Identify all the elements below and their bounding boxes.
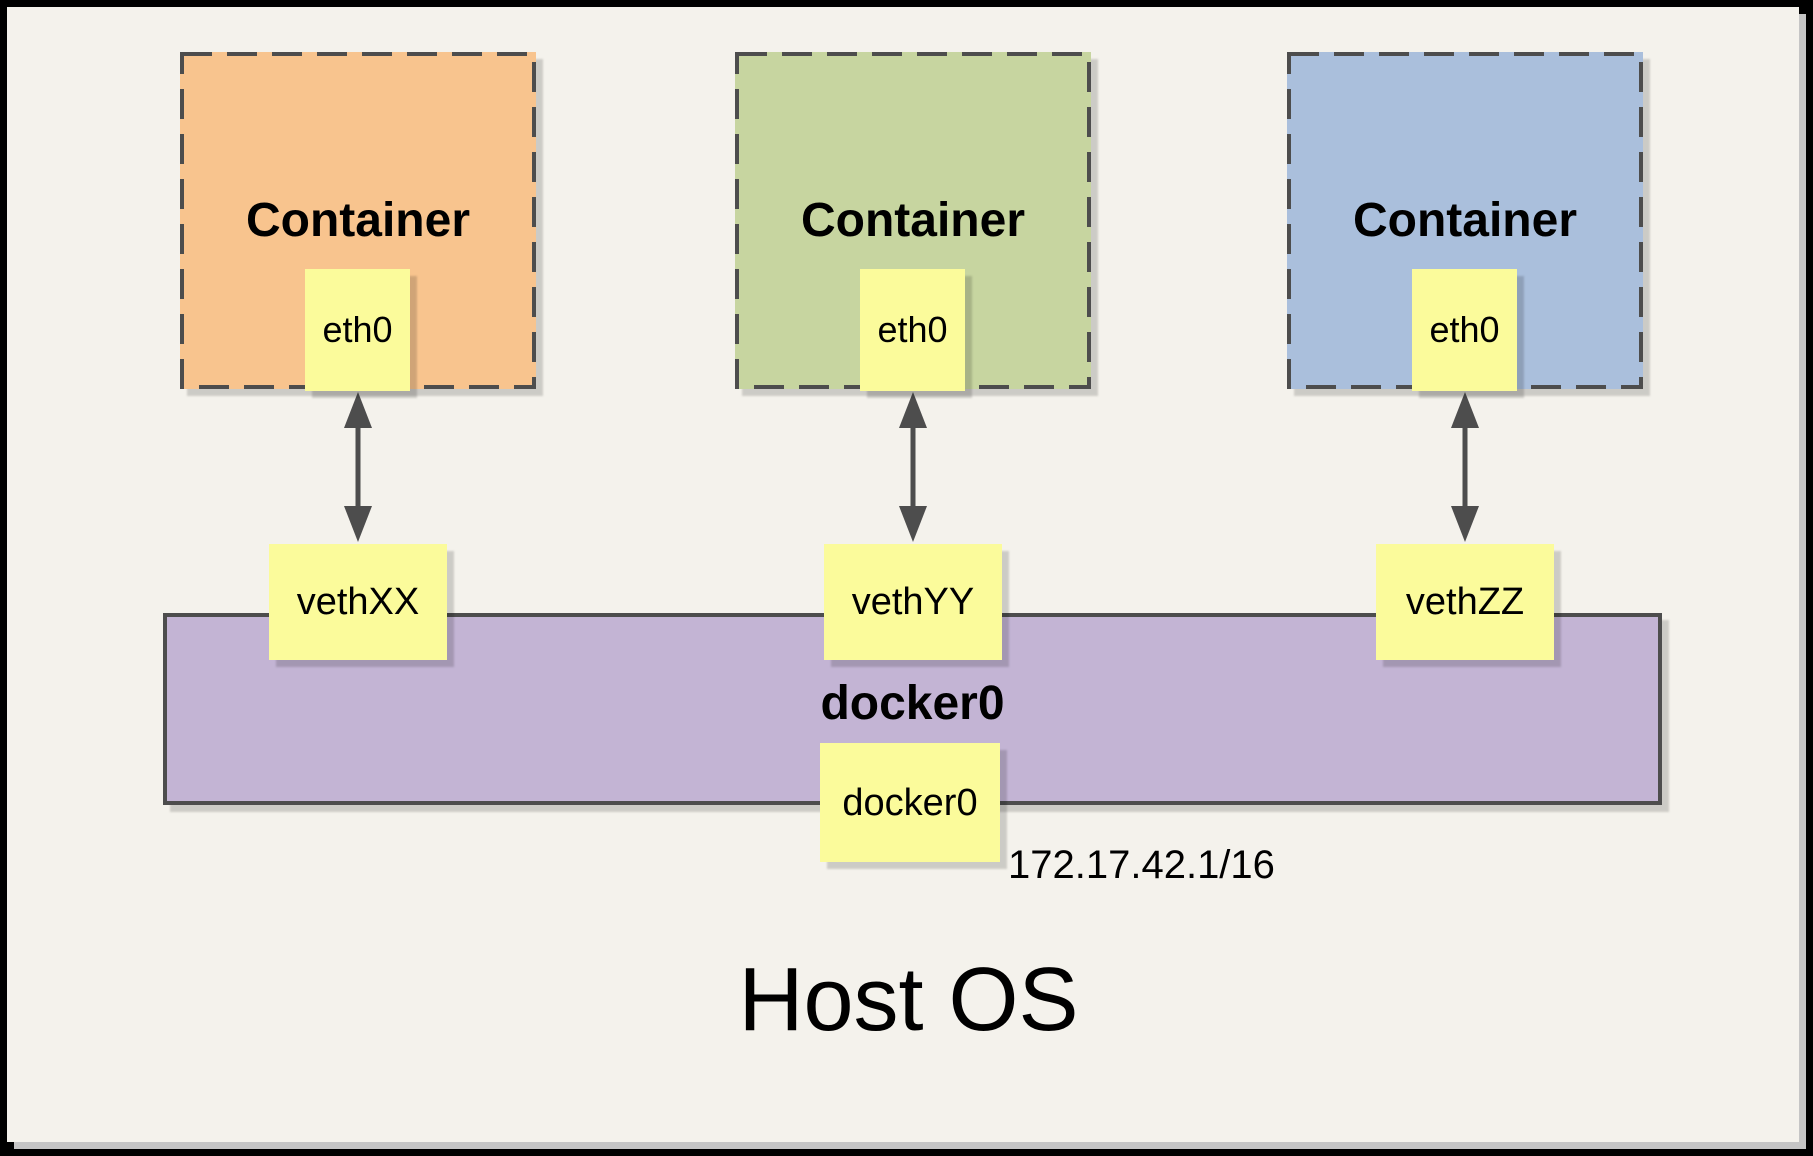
docker0-bridge-label: docker0 (820, 677, 1005, 730)
container-box: Container eth0 (735, 52, 1091, 391)
docker0-interface-node: docker0 (820, 743, 1000, 862)
eth0-veth-arrow (1451, 392, 1479, 542)
eth0-interface-node: eth0 (860, 269, 965, 391)
arrow-head-down (344, 506, 372, 542)
docker0-interface-label: docker0 (842, 781, 978, 824)
eth0-interface-node: eth0 (305, 269, 410, 391)
arrow-head-down (899, 506, 927, 542)
veth-node: vethXX (269, 544, 447, 660)
veth-label: vethXX (296, 581, 420, 623)
eth0-veth-arrow (344, 392, 372, 542)
eth0-interface-node: eth0 (1412, 269, 1517, 391)
arrow-head-up (1451, 392, 1479, 428)
veth-label: vethYY (851, 581, 975, 623)
eth0-label: eth0 (322, 309, 393, 350)
veth-node: vethZZ (1376, 544, 1554, 660)
container-label: Container (800, 193, 1025, 247)
bridge-ip-label: 172.17.42.1/16 (1008, 843, 1275, 887)
veth-node: vethYY (824, 544, 1002, 660)
arrow-head-up (899, 392, 927, 428)
eth0-label: eth0 (1429, 309, 1500, 350)
container-box: Container eth0 (180, 52, 536, 391)
arrow-head-up (344, 392, 372, 428)
container-label: Container (245, 193, 470, 247)
container-box: Container eth0 (1287, 52, 1643, 391)
host-os-area: Container eth0 Container eth0 Container … (7, 7, 1799, 1142)
veth-label: vethZZ (1405, 581, 1525, 623)
host-os-label: Host OS (738, 950, 1079, 1050)
eth0-veth-arrow (899, 392, 927, 542)
arrow-head-down (1451, 506, 1479, 542)
container-label: Container (1352, 193, 1577, 247)
eth0-label: eth0 (877, 309, 948, 350)
